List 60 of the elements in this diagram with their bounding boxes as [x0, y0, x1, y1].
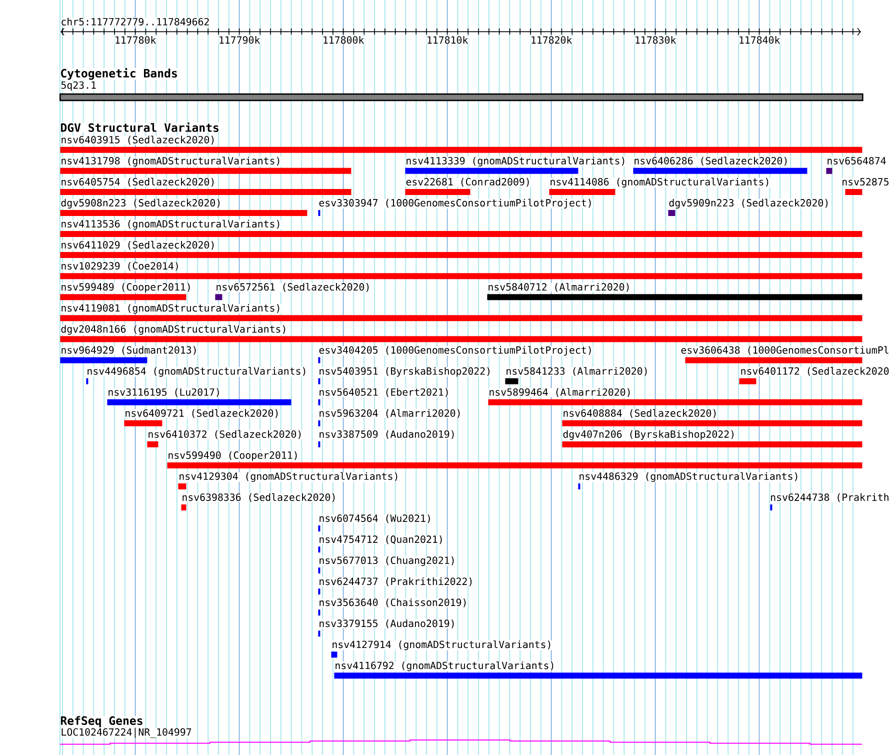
variant-label: nsv4127914 (gnomADStructuralVariants)	[332, 640, 552, 650]
tick-label: 117800k	[322, 36, 364, 44]
tick-label: 117820k	[530, 36, 572, 44]
variant-label: nsv5899464 (Almarri2020)	[488, 388, 632, 397]
tick-label: 117790k	[218, 36, 260, 44]
variant-label: nsv4754712 (Quan2021)	[318, 535, 444, 544]
variant-label: nsv5640521 (Ebert2021)	[318, 388, 450, 397]
variant-label: nsv3387509 (Audano2019)	[318, 430, 456, 440]
variant-label: nsv5963204 (Almarri2020)	[318, 409, 462, 418]
variant-label: dgv5909n223 (Sedlazeck2020)	[668, 198, 830, 209]
gene-label: LOC102467224|NR_104997	[60, 728, 192, 738]
variant-label: nsv4119081 (gnomADStructuralVariants)	[60, 304, 282, 314]
band-label: 5q23.1	[60, 81, 96, 91]
location-label: chr5:117772779..117849662	[60, 18, 210, 26]
variant-label: nsv6405754 (Sedlazeck2020)	[60, 178, 216, 187]
variant-label: nsv5841233 (Almarri2020)	[506, 367, 649, 376]
variant-label: nsv6244737 (Prakrithi2022)	[318, 577, 474, 586]
tick-label: 117810k	[426, 36, 468, 44]
variant-label: dgv407n206 (ByrskaBishop2022)	[562, 430, 736, 440]
variant-label: nsv4116792 (gnomADStructuralVariants)	[334, 661, 556, 672]
variant-label: nsv6408884 (Sedlazeck2020)	[562, 409, 718, 418]
variant-label: nsv5840712 (Almarri2020)	[488, 282, 631, 292]
variant-label: nsv6406286 (Sedlazeck2020)	[634, 156, 789, 166]
variant-label: nsv964929 (Sudmant2013)	[60, 346, 198, 355]
variant-label: nsv4496854 (gnomADStructuralVariants)	[86, 367, 308, 377]
variant-label: nsv6409721 (Sedlazeck2020)	[124, 409, 280, 418]
variant-label: nsv52875	[842, 178, 890, 186]
variant-label: nsv1029239 (Coe2014)	[60, 262, 180, 271]
variant-label: nsv6398336 (Sedlazeck2020)	[182, 493, 337, 502]
variant-label: esv22681 (Conrad2009)	[406, 178, 531, 187]
variant-label: nsv6410372 (Sedlazeck2020)	[148, 430, 303, 440]
variant-label: nsv3379155 (Audano2019)	[318, 619, 456, 628]
variant-label: nsv6572561 (Sedlazeck2020)	[216, 282, 371, 292]
variant-label: nsv599490 (Cooper2011)	[168, 451, 299, 461]
tick-label: 117840k	[738, 36, 780, 44]
variant-label: nsv4113339 (gnomADStructuralVariants)	[406, 156, 626, 166]
variant-label: nsv6401172 (Sedlazeck2020	[740, 367, 890, 376]
variant-label: nsv6244738 (Prakrith	[770, 493, 890, 502]
variant-label: nsv6564874	[826, 156, 886, 164]
variant-label: nsv4113536 (gnomADStructuralVariants)	[60, 220, 282, 230]
variant-label: nsv6074564 (Wu2021)	[318, 514, 432, 524]
variant-label: nsv5403951 (ByrskaBishop2022)	[318, 367, 492, 377]
variant-label: nsv4129304 (gnomADStructuralVariants)	[178, 472, 400, 482]
variant-label: nsv3116195 (Lu2017)	[108, 388, 221, 397]
variant-label: esv3404205 (1000GenomesConsortiumPilotProject)	[318, 346, 593, 356]
variant-label: nsv6403915 (Sedlazeck2020)	[60, 136, 216, 145]
variant-label: nsv599489 (Cooper2011)	[60, 283, 192, 293]
variant-label: nsv5677013 (Chuang2021)	[318, 556, 456, 566]
variant-label: dgv5908n223 (Sedlazeck2020)	[60, 198, 222, 209]
tick-label: 117830k	[634, 36, 676, 44]
variant-label: dgv2048n166 (gnomADStructuralVariants)	[60, 325, 288, 335]
variant-label: esv3606438 (1000GenomesConsortiumPl	[680, 346, 890, 355]
variant-label: nsv4486329 (gnomADStructuralVariants)	[578, 472, 800, 482]
tick-label: 117780k	[114, 36, 156, 44]
variant-label: nsv3563640 (Chaisson2019)	[318, 598, 468, 608]
variant-label: nsv4114086 (gnomADStructuralVariants)	[550, 178, 770, 188]
variant-label: esv3303947 (1000GenomesConsortiumPilotProject)	[318, 198, 593, 208]
variant-label: nsv4131798 (gnomADStructuralVariants)	[60, 156, 282, 166]
track-title: DGV Structural Variants	[60, 122, 220, 132]
variant-label: nsv6411029 (Sedlazeck2020)	[60, 240, 216, 250]
